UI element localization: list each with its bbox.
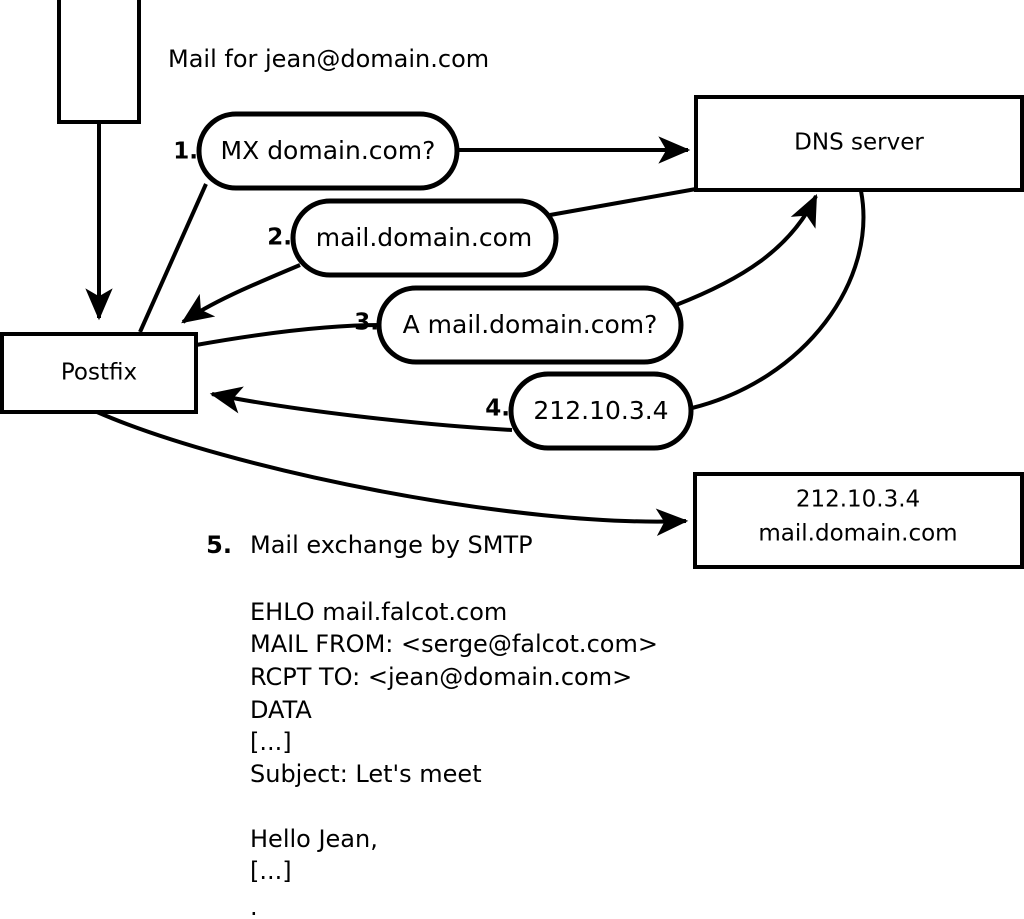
step-5-number: 5. (206, 531, 232, 559)
node-mail-client (57, 0, 141, 124)
edge-a-answer-to-postfix (209, 386, 513, 432)
node-dns-server (694, 95, 1024, 192)
smtp-session-line-5: [...] (250, 728, 292, 756)
smtp-session-line-4: DATA (250, 696, 312, 724)
node-postfix-label: Postfix (61, 360, 137, 386)
bubble-step-1 (196, 111, 460, 191)
node-postfix (0, 332, 198, 414)
edge-a-query-to-dns (675, 193, 818, 307)
step-5-label: Mail exchange by SMTP (250, 531, 533, 559)
node-target-mail-server (693, 472, 1024, 569)
smtp-session-line-6: Subject: Let's meet (250, 760, 482, 788)
smtp-session-line-3: RCPT TO: <jean@domain.com> (250, 663, 632, 691)
edge-postfix-to-target-smtp (96, 410, 689, 536)
edge-postfix-to-mx-query (138, 183, 208, 333)
smtp-session-line-9: [...] (250, 857, 292, 885)
smtp-session-line-1: EHLO mail.falcot.com (250, 598, 507, 626)
step-3-number: 3. (354, 310, 379, 336)
step-4-number: 4. (485, 396, 510, 422)
node-target-mail-server-ip: 212.10.3.4 (796, 487, 920, 513)
bubble-step-4 (508, 371, 694, 451)
bubble-step-3 (376, 285, 684, 365)
smtp-session-line-2: MAIL FROM: <serge@falcot.com> (250, 630, 658, 658)
smtp-session-line-8: Hello Jean, (250, 825, 378, 853)
node-dns-server-label: DNS server (794, 130, 924, 156)
edge-dns-to-mx-answer (549, 187, 697, 217)
edge-mx-answer-to-postfix (181, 263, 301, 324)
bubble-step-1-label: MX domain.com? (221, 136, 436, 165)
bubble-step-2-label: mail.domain.com (316, 223, 532, 252)
bubble-step-3-label: A mail.domain.com? (403, 310, 658, 339)
step-2-number: 2. (267, 225, 292, 251)
edge-dns-to-a-answer (691, 190, 866, 410)
node-target-mail-server-host: mail.domain.com (758, 521, 957, 547)
smtp-session-line-10: . (250, 893, 258, 919)
bubble-step-2 (290, 198, 559, 278)
diagram-title: Mail for jean@domain.com (168, 45, 489, 73)
step-1-number: 1. (173, 139, 198, 165)
bubble-step-4-label: 212.10.3.4 (533, 396, 668, 425)
edge-postfix-to-a-query (195, 323, 383, 347)
